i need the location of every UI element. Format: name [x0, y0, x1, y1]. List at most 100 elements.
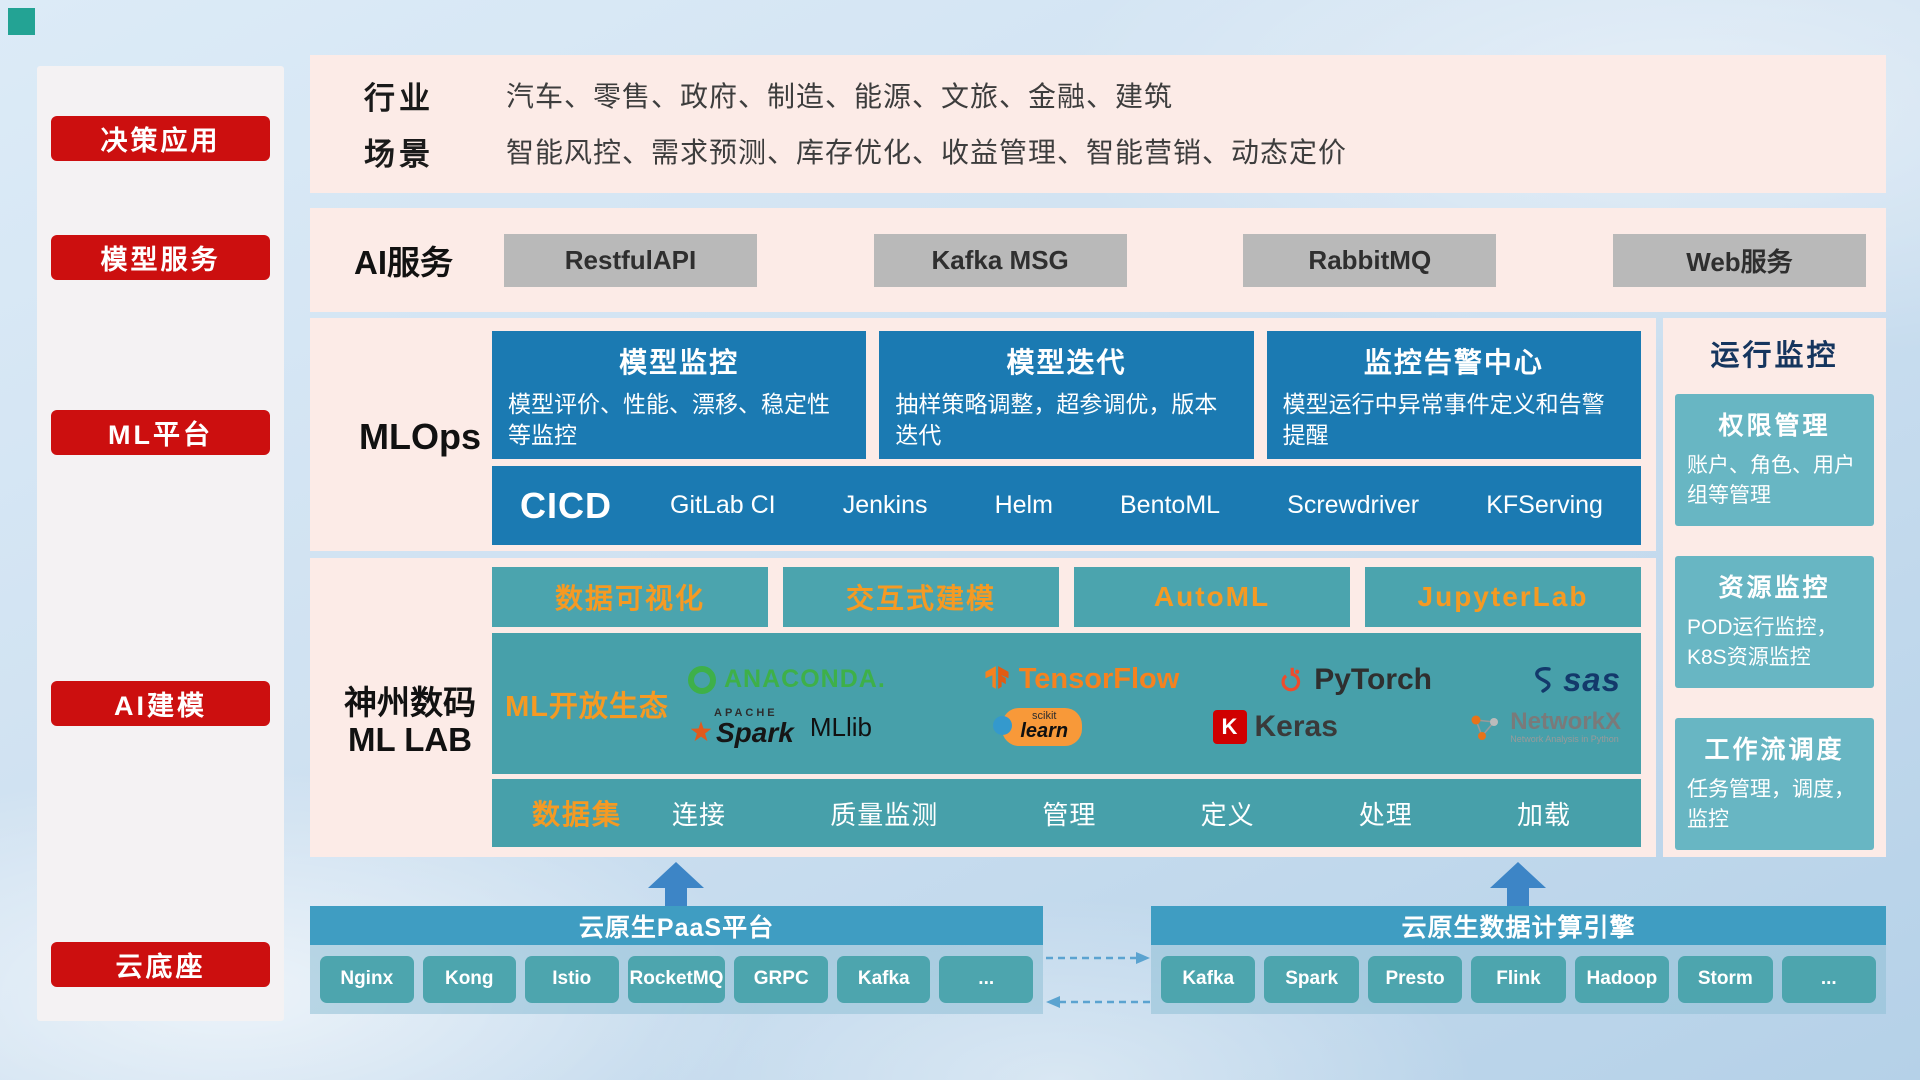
mllab-label-line2: ML LAB	[347, 721, 473, 758]
spark-text: Spark	[716, 716, 794, 748]
kafka-msg-button: Kafka MSG	[873, 233, 1127, 287]
kafka-engine-chip: Kafka	[1161, 956, 1256, 1003]
alert-center-title: 监控告警中心	[1363, 347, 1544, 378]
ai-service-label: AI服务	[354, 244, 453, 281]
engine-title: 云原生数据计算引擎	[1151, 906, 1886, 945]
dataset-item-quality: 质量监测	[830, 799, 939, 830]
networkx-textblock: NetworkX Network Analysis in Python	[1510, 708, 1621, 745]
model-iteration-desc: 抽样策略调整，超参调优，版本迭代	[895, 391, 1218, 449]
run-monitoring-title: 运行监控	[1710, 340, 1839, 372]
paas-up-arrow-head	[648, 862, 704, 888]
alert-center-card: 监控告警中心 模型运行中异常事件定义和告警提醒	[1266, 331, 1641, 459]
anaconda-logo: ANACONDA.	[688, 665, 886, 694]
resource-monitoring-desc: POD运行监控，K8S资源监控	[1687, 615, 1838, 670]
paas-up-arrow-stem	[665, 888, 687, 906]
storm-chip: Storm	[1678, 956, 1773, 1003]
engine-up-arrow-head	[1490, 862, 1546, 888]
pytorch-icon	[1281, 667, 1301, 691]
learn-text: learn	[1020, 720, 1069, 742]
paas-up-arrow	[648, 862, 704, 906]
gitlab-ci-item: GitLab CI	[670, 491, 776, 519]
sidebar-item-model-service: 模型服务	[51, 235, 270, 280]
logo-row-2: APACHE Spark MLlib scikit l	[688, 706, 1621, 748]
sidebar-item-ml-platform: ML平台	[51, 410, 270, 455]
workflow-scheduling-desc: 任务管理，调度，监控	[1687, 777, 1855, 832]
dataset-label: 数据集	[531, 799, 622, 830]
web-service-button: Web服务	[1612, 233, 1866, 287]
sas-icon	[1535, 666, 1551, 693]
model-iteration-title: 模型迭代	[1006, 347, 1127, 378]
monitoring-cards: 权限管理 账户、角色、用户组等管理 资源监控 POD运行监控，K8S资源监控 工…	[1675, 394, 1874, 850]
permission-management-card: 权限管理 账户、角色、用户组等管理	[1675, 394, 1874, 526]
cicd-tools: GitLab CI Jenkins Helm BentoML Screwdriv…	[670, 491, 1603, 520]
mllab-label-line1: 神州数码	[344, 684, 476, 721]
mllab-top-buttons: 数据可视化 交互式建模 AutoML JupyterLab	[492, 567, 1641, 627]
resource-monitoring-card: 资源监控 POD运行监控，K8S资源监控	[1675, 555, 1874, 688]
kong-chip: Kong	[422, 956, 516, 1003]
model-iteration-card: 模型迭代 抽样策略调整，超参调优，版本迭代	[879, 331, 1254, 459]
spark-mllib-logo: APACHE Spark MLlib	[688, 706, 872, 748]
tensorflow-logo: TensorFlow	[983, 663, 1179, 696]
keras-icon: K	[1212, 710, 1247, 744]
keras-text: Keras	[1254, 710, 1338, 743]
mllab-panel: 神州数码 ML LAB 数据可视化 交互式建模 AutoML JupyterLa…	[310, 558, 1656, 857]
sidebar-item-cloud-base: 云底座	[51, 942, 270, 987]
paas-items: Nginx Kong Istio RocketMQ GRPC Kafka ...	[310, 945, 1043, 1014]
rocketmq-chip: RocketMQ	[627, 956, 726, 1003]
tensorflow-icon	[985, 665, 1009, 689]
anaconda-icon	[688, 665, 716, 694]
cicd-title: CICD	[520, 484, 612, 526]
anaconda-text: ANACONDA.	[724, 665, 886, 693]
bentoml-item: BentoML	[1120, 491, 1221, 519]
restful-api-button: RestfulAPI	[504, 233, 757, 287]
corner-square-decoration	[8, 8, 35, 35]
paas-title: 云原生PaaS平台	[310, 906, 1043, 945]
apache-text: APACHE	[714, 706, 778, 719]
spark-engine-chip: Spark	[1264, 956, 1359, 1003]
ml-ecosystem-label: ML开放生态	[505, 690, 669, 723]
spark-icon	[690, 720, 712, 741]
cicd-bar: CICD GitLab CI Jenkins Helm BentoML Scre…	[492, 466, 1641, 545]
workflow-scheduling-card: 工作流调度 任务管理，调度，监控	[1675, 717, 1874, 850]
engine-up-arrow	[1490, 862, 1546, 906]
scikit-learn-icon: scikit learn	[993, 708, 1083, 746]
flink-chip: Flink	[1471, 956, 1566, 1003]
scikit-text: scikit	[1032, 710, 1057, 722]
more-chip: ...	[939, 956, 1033, 1003]
resource-monitoring-title: 资源监控	[1718, 573, 1831, 602]
paas-section: 云原生PaaS平台 Nginx Kong Istio RocketMQ GRPC…	[310, 906, 1043, 1014]
grpc-chip: GRPC	[734, 956, 828, 1003]
run-monitoring-panel: 运行监控 权限管理 账户、角色、用户组等管理 资源监控 POD运行监控，K8S资…	[1663, 318, 1886, 857]
dataset-item-connect: 连接	[672, 799, 727, 830]
presto-chip: Presto	[1367, 956, 1463, 1003]
dataset-items: 连接 质量监测 管理 定义 处理 加载	[662, 795, 1641, 832]
pytorch-text: PyTorch	[1314, 662, 1433, 696]
networkx-icon	[1471, 715, 1499, 740]
scene-text: 智能风控、需求预测、库存优化、收益管理、智能营销、动态定价	[506, 137, 1348, 168]
kafka-chip: Kafka	[836, 956, 931, 1003]
mlops-cards: 模型监控 模型评价、性能、漂移、稳定性等监控 模型迭代 抽样策略调整，超参调优，…	[492, 331, 1641, 459]
dataset-item-define: 定义	[1200, 799, 1255, 830]
engine-items: Kafka Spark Presto Flink Hadoop Storm ..…	[1151, 945, 1886, 1014]
scene-row: 场景 智能风控、需求预测、库存优化、收益管理、智能营销、动态定价	[364, 123, 1886, 179]
hadoop-chip: Hadoop	[1574, 956, 1670, 1003]
nginx-chip: Nginx	[320, 956, 414, 1003]
sas-text: sas	[1562, 660, 1621, 698]
industry-scene-panel: 行业 汽车、零售、政府、制造、能源、文旅、金融、建筑 场景 智能风控、需求预测、…	[310, 55, 1886, 193]
mlops-panel: MLOps 模型监控 模型评价、性能、漂移、稳定性等监控 模型迭代 抽样策略调整…	[310, 318, 1656, 551]
engine-more-chip: ...	[1781, 956, 1876, 1003]
scene-label: 场景	[364, 136, 434, 172]
networkx-subtitle: Network Analysis in Python	[1510, 734, 1619, 745]
scikit-learn-logo: scikit learn	[993, 708, 1083, 746]
industry-text: 汽车、零售、政府、制造、能源、文旅、金融、建筑	[506, 81, 1174, 112]
networkx-logo: NetworkX Network Analysis in Python	[1468, 708, 1621, 745]
model-monitoring-desc: 模型评价、性能、漂移、稳定性等监控	[508, 391, 830, 449]
sidebar-item-ai-modeling: AI建模	[51, 681, 270, 726]
mllab-content: 数据可视化 交互式建模 AutoML JupyterLab ML开放生态 ANA…	[492, 567, 1641, 847]
permission-management-title: 权限管理	[1718, 412, 1831, 440]
jenkins-item: Jenkins	[842, 491, 928, 519]
mlops-content: 模型监控 模型评价、性能、漂移、稳定性等监控 模型迭代 抽样策略调整，超参调优，…	[492, 331, 1641, 545]
spark-logo: APACHE Spark	[688, 706, 794, 748]
model-monitoring-title: 模型监控	[619, 347, 740, 378]
